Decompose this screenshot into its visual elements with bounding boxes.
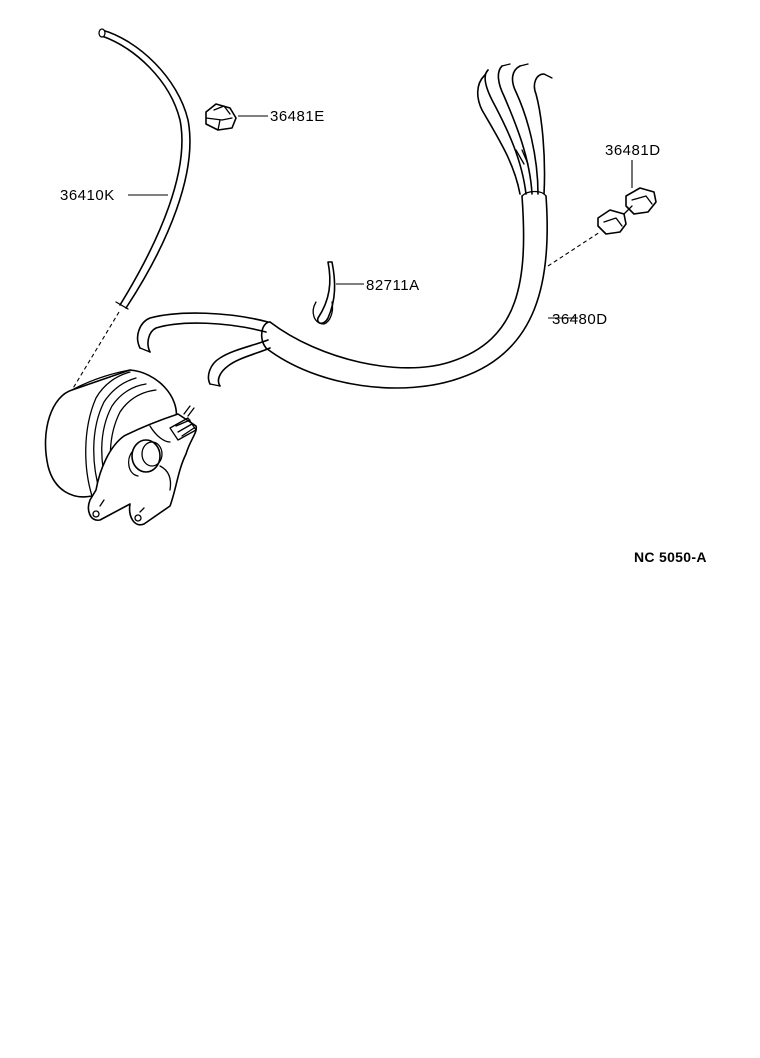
clamp-d-label: 36481D: [605, 142, 661, 159]
clamp-e-label: 36481E: [270, 108, 325, 125]
wire-harness-part: [136, 63, 553, 389]
clamp-d-part: [597, 187, 657, 235]
diagram-code: NC 5050-A: [634, 549, 707, 565]
outer-cable-label: 36410K: [60, 187, 115, 204]
clamp-e-part: [205, 103, 237, 131]
wire-harness-label: 36480D: [552, 311, 608, 328]
band-clip-label: 82711A: [366, 277, 420, 294]
outer-cable-part: [98, 28, 191, 310]
cable-connection-dash: [71, 311, 120, 391]
band-clip-part: [312, 261, 336, 325]
actuator-part: [44, 369, 198, 526]
clamp-connection-dash: [547, 231, 601, 267]
